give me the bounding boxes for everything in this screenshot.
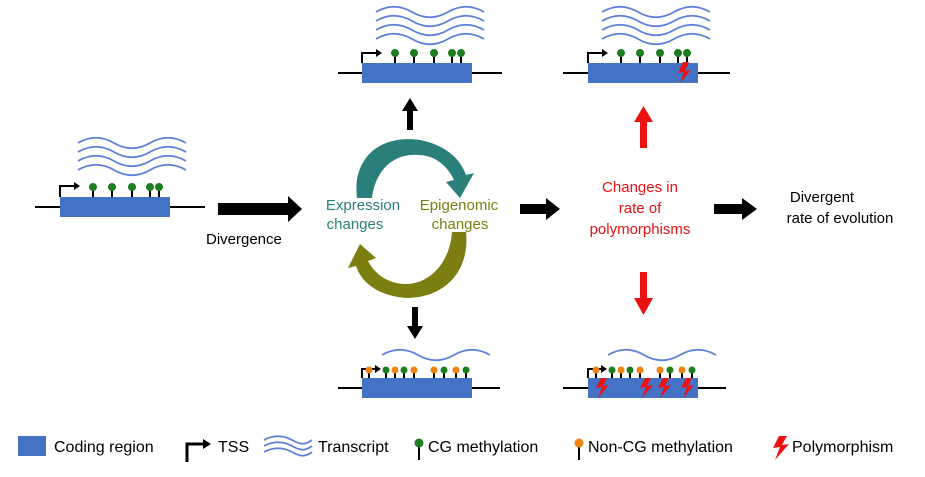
arrow-to-rate bbox=[520, 198, 560, 220]
gene-top-right bbox=[563, 5, 730, 83]
coding-region bbox=[60, 197, 170, 217]
legend-tss-icon bbox=[185, 442, 204, 462]
polymorphism-icon bbox=[678, 62, 691, 83]
cg-methylation-marks bbox=[617, 49, 691, 63]
legend-non-cg-methylation-label: Non-CG methylation bbox=[588, 439, 733, 456]
legend-coding-region-swatch bbox=[18, 436, 46, 456]
coding-region bbox=[362, 378, 472, 398]
cycle-arrow-epigenomic bbox=[348, 232, 467, 298]
legend-polymorphism-icon bbox=[773, 436, 789, 460]
tss-arrow-icon bbox=[587, 52, 602, 63]
coding-region bbox=[588, 63, 698, 83]
methylation-marks bbox=[592, 366, 696, 378]
divergence-arrow bbox=[218, 196, 302, 222]
transcript-waves bbox=[601, 5, 711, 46]
tss-arrowhead-icon bbox=[74, 182, 80, 190]
coding-region bbox=[588, 378, 698, 398]
legend-non-cg-methylation-icon bbox=[574, 438, 584, 460]
cycle-arrow-expression bbox=[356, 139, 474, 198]
transcript-waves bbox=[375, 5, 485, 46]
gene-bottom-right bbox=[563, 348, 726, 398]
divergence-label: Divergence bbox=[206, 231, 282, 248]
rate-label-line3: polymorphisms bbox=[590, 221, 691, 238]
arrow-up-black bbox=[402, 98, 418, 130]
cg-methylation-marks bbox=[89, 183, 163, 197]
divergent-label-line2: rate of evolution bbox=[787, 210, 894, 227]
legend-cg-methylation-label: CG methylation bbox=[428, 439, 538, 456]
legend-transcript-icon bbox=[263, 435, 313, 457]
arrow-to-evolution bbox=[714, 198, 757, 220]
divergent-label-line1: Divergent bbox=[790, 189, 855, 206]
rate-label-line1: Changes in bbox=[602, 179, 678, 196]
legend-transcript-label: Transcript bbox=[318, 439, 389, 456]
expression-label-line1: Expression bbox=[326, 197, 400, 214]
epigenomic-label-line1: Epigenomic bbox=[420, 197, 499, 214]
cg-methylation-marks bbox=[391, 49, 465, 63]
transcript-wave bbox=[607, 348, 717, 362]
transcript-wave bbox=[381, 348, 491, 362]
methylation-marks bbox=[365, 366, 470, 378]
legend-polymorphism-label: Polymorphism bbox=[792, 439, 893, 456]
tss-arrow-icon bbox=[59, 185, 74, 197]
tss-arrow-icon bbox=[361, 52, 376, 63]
arrow-down-black bbox=[407, 307, 423, 339]
arrow-down-red bbox=[634, 272, 653, 315]
arrow-up-red bbox=[634, 106, 653, 148]
epigenomic-label-line2: changes bbox=[432, 216, 489, 233]
legend-cg-methylation-icon bbox=[414, 438, 424, 460]
coding-region bbox=[362, 63, 472, 83]
transcript-waves bbox=[77, 136, 187, 177]
legend: Coding region TSS Transcript CG methylat… bbox=[18, 435, 893, 462]
gene-original bbox=[35, 136, 205, 217]
gene-top-middle bbox=[338, 5, 502, 83]
legend-tss-label: TSS bbox=[218, 439, 249, 456]
gene-bottom-middle bbox=[338, 348, 500, 398]
rate-label-line2: rate of bbox=[619, 200, 662, 217]
expression-label-line2: changes bbox=[327, 216, 384, 233]
legend-coding-region-label: Coding region bbox=[54, 439, 154, 456]
polymorphism-icons bbox=[596, 378, 694, 398]
